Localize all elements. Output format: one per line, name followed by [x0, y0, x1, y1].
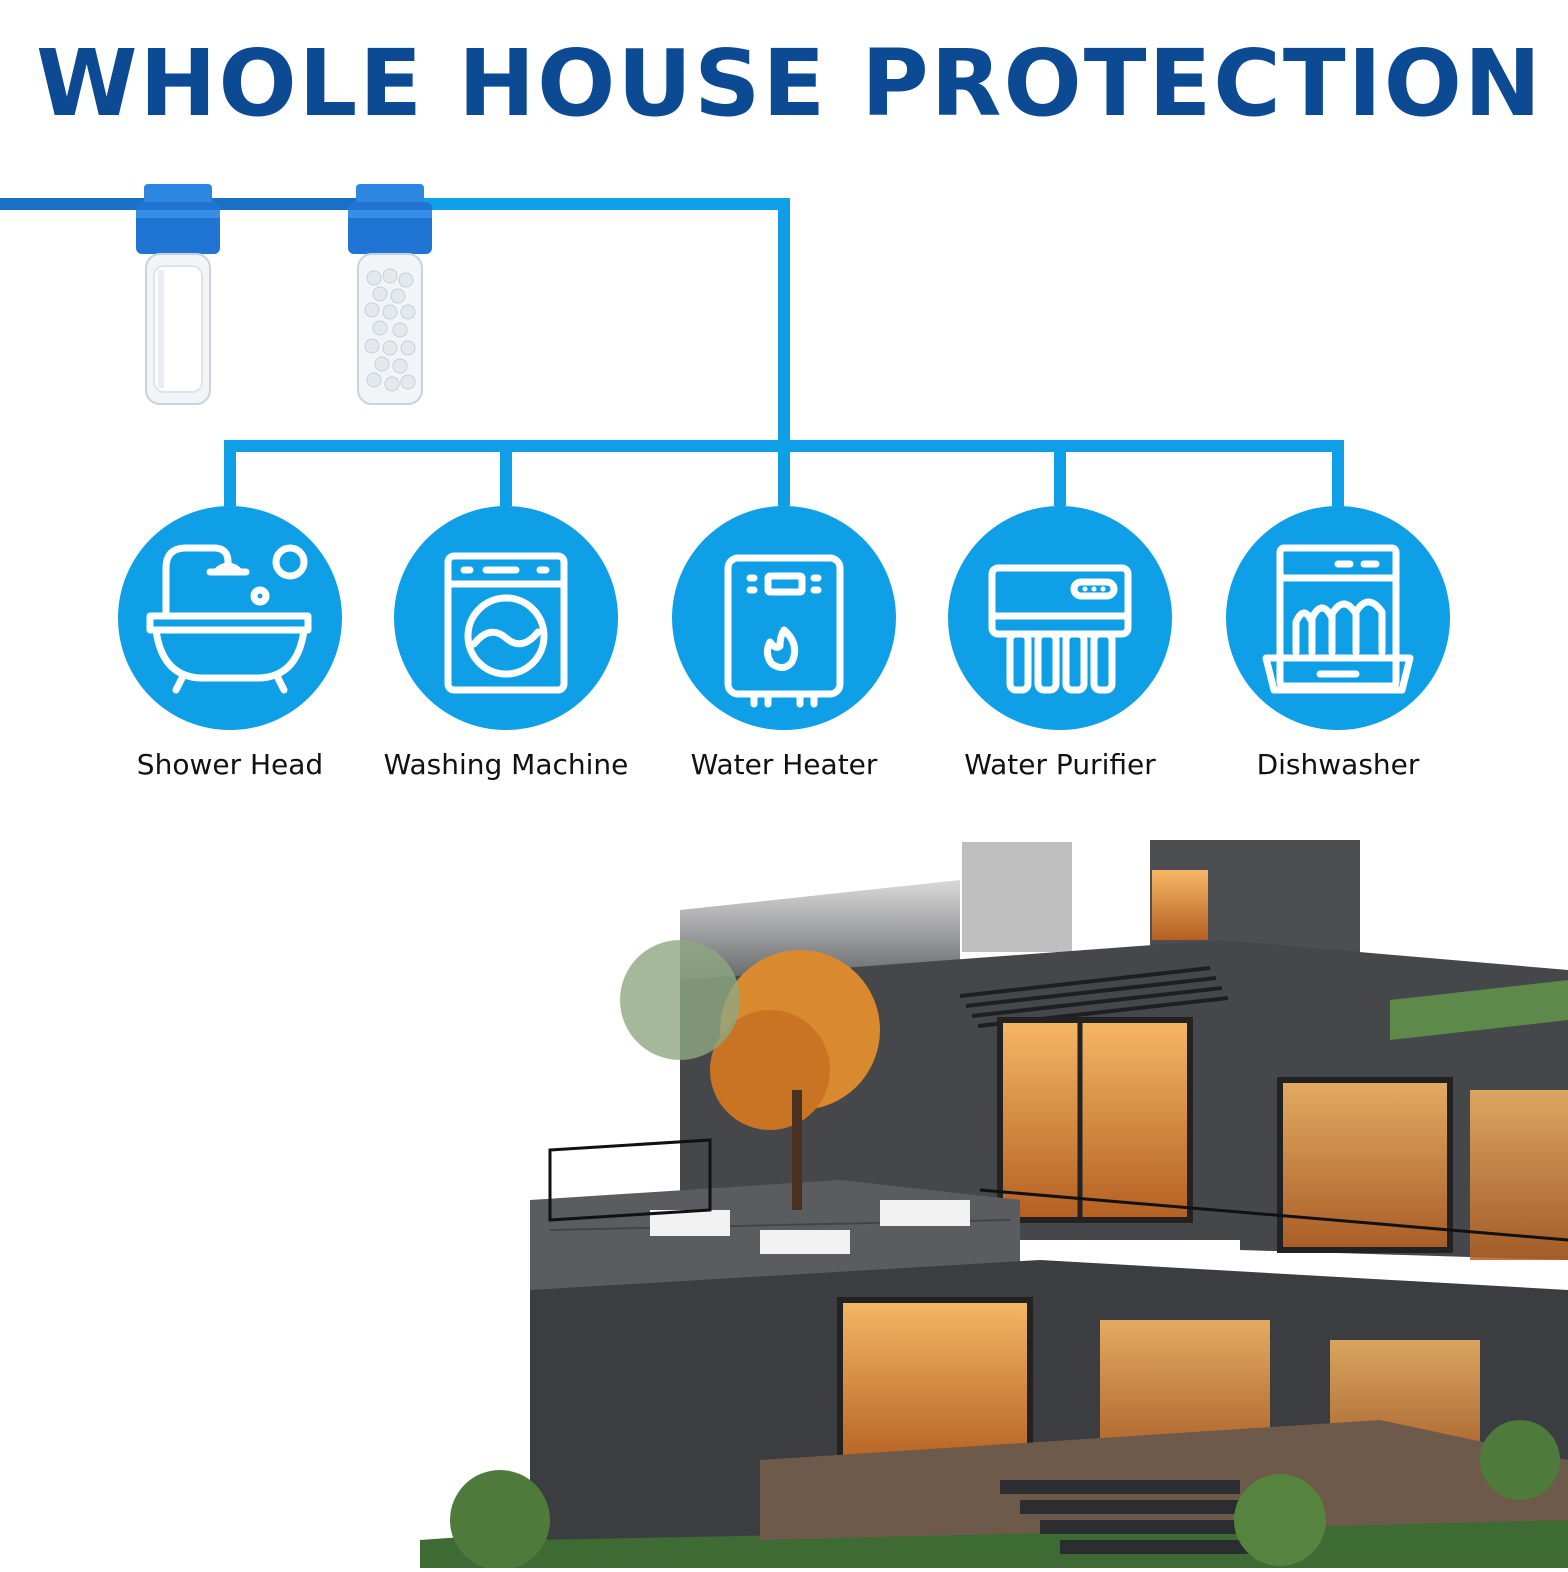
appliance-water-heater [672, 506, 896, 730]
pipe-network [0, 198, 1344, 506]
page-title: WHOLE HOUSE PROTECTION [36, 30, 1544, 137]
appliance-label-water-purifier: Water Purifier [964, 748, 1156, 781]
modern-house-illustration [380, 820, 1568, 1572]
bathtub-shower-icon [146, 544, 312, 694]
appliance-water-purifier [948, 506, 1172, 730]
main-pipe-right [420, 198, 790, 446]
sediment-filter-housing [126, 180, 230, 416]
water-purifier-icon [988, 564, 1132, 694]
scale-inhibitor-filter-housing [338, 180, 442, 416]
appliance-label-shower-head: Shower Head [136, 748, 324, 781]
washing-machine-icon [444, 552, 568, 694]
appliance-label-washing-machine: Washing Machine [383, 748, 629, 781]
appliance-washing-machine [394, 506, 618, 730]
appliance-label-water-heater: Water Heater [690, 748, 878, 781]
dishwasher-icon [1262, 544, 1414, 694]
water-heater-icon [724, 554, 844, 708]
appliance-shower-head [118, 506, 342, 730]
appliance-label-dishwasher: Dishwasher [1256, 748, 1420, 781]
appliance-dishwasher [1226, 506, 1450, 730]
